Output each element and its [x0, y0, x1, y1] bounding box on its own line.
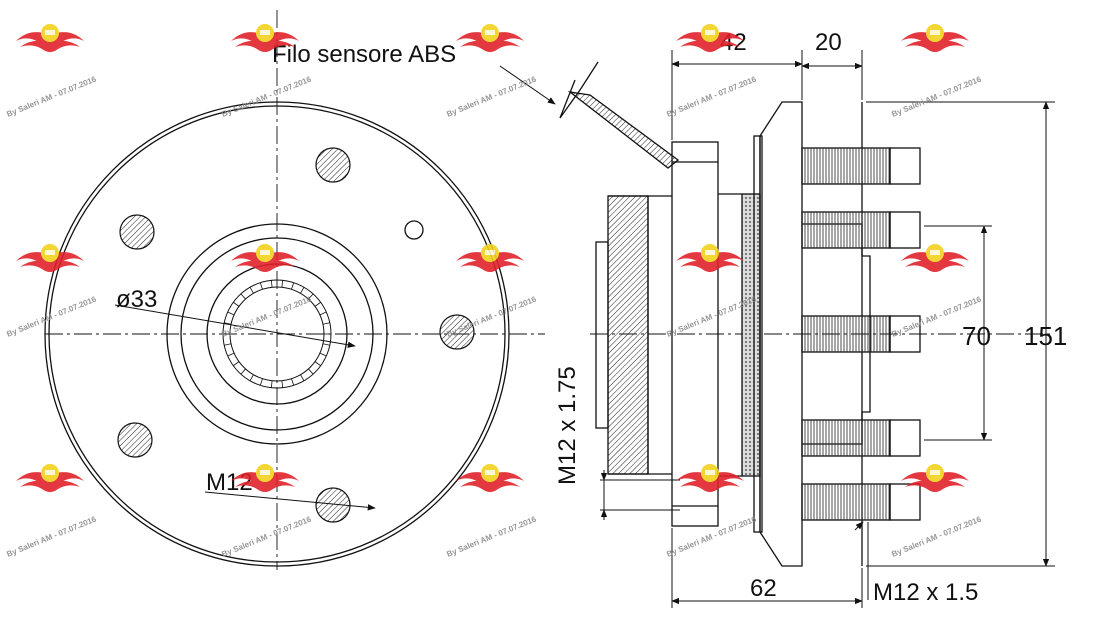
- bore-dimension-line: [114, 304, 356, 348]
- wheel-stud: [801, 211, 891, 249]
- abs-sensor-wire: [559, 61, 680, 169]
- knuckle-flange: [671, 141, 719, 527]
- bearing-cap: [595, 241, 609, 429]
- watermark-text: By Saleri AM - 07.07.2016: [445, 514, 538, 558]
- spline-tooth: [319, 311, 327, 316]
- watermark-logo: [456, 244, 524, 272]
- watermark-logo: [456, 24, 524, 52]
- spline-tooth: [249, 287, 254, 294]
- abs-sensor-leader: [499, 65, 556, 105]
- dim-70-label: 70: [962, 321, 991, 351]
- spline-tooth: [300, 374, 305, 381]
- wheel-studs: [801, 147, 921, 521]
- watermark-logo: [676, 244, 744, 272]
- spline-tooth: [227, 352, 235, 357]
- spline-tooth: [281, 380, 284, 388]
- wheel-stud: [801, 315, 891, 353]
- dimensions: [600, 50, 1055, 608]
- spline-tooth: [314, 301, 321, 307]
- stud-tip: [889, 419, 921, 457]
- spline-tooth: [240, 368, 246, 375]
- watermark-logo: [676, 464, 744, 492]
- watermark-text: By Saleri AM - 07.07.2016: [5, 514, 98, 558]
- watermark-text: By Saleri AM - 07.07.2016: [890, 514, 983, 558]
- spline-tooth: [308, 368, 314, 375]
- spline-tooth: [270, 380, 273, 388]
- spline-tooth: [233, 301, 240, 307]
- hub-flange-outline: [44, 101, 510, 567]
- wheel-stud: [801, 419, 891, 457]
- spline-tooth: [308, 293, 314, 300]
- spline-tooth: [227, 311, 235, 316]
- spline-tooth: [291, 378, 295, 386]
- spline-tooth: [259, 378, 263, 386]
- watermark-text: By Saleri AM - 07.07.2016: [890, 74, 983, 118]
- dim-20-label: 20: [815, 29, 842, 56]
- watermark-logo: [231, 244, 299, 272]
- dim-62-label: 62: [750, 575, 777, 602]
- thread-m12x15-label: M12 x 1.5: [873, 579, 978, 606]
- spline-tooth: [259, 282, 263, 290]
- dim-151-label: 151: [1024, 321, 1067, 351]
- stud-tip: [889, 315, 921, 353]
- watermark-logo: [901, 24, 969, 52]
- bolt-hole: [315, 487, 351, 523]
- spline-tooth: [281, 280, 284, 288]
- stud-tip: [889, 147, 921, 185]
- spline-tooth: [224, 343, 232, 346]
- side-view: [559, 61, 1050, 567]
- spline-tooth: [240, 293, 246, 300]
- wheel-stud: [801, 147, 891, 185]
- spline-tooth: [319, 352, 327, 357]
- spline-tooth: [224, 322, 232, 325]
- stud-tip: [889, 211, 921, 249]
- spline-tooth: [314, 361, 321, 367]
- spline-tooth: [300, 287, 305, 294]
- bore-label: ø33: [116, 286, 157, 313]
- watermark-text: By Saleri AM - 07.07.2016: [445, 74, 538, 118]
- spline-tooth: [322, 322, 330, 325]
- watermark-text: By Saleri AM - 07.07.2016: [665, 74, 758, 118]
- spline-tooth: [233, 361, 240, 367]
- spline-tooth: [270, 280, 273, 288]
- watermark-logo: [16, 464, 84, 492]
- front-view: [44, 10, 545, 570]
- abs-sensor-label: Filo sensore ABS: [272, 41, 456, 68]
- watermark-logo: [901, 464, 969, 492]
- bolt-hole: [117, 422, 153, 458]
- watermark-logo: [16, 244, 84, 272]
- bolt-hole: [119, 214, 155, 250]
- wheel-stud: [801, 483, 891, 521]
- bolt-thread-leader: [204, 491, 376, 511]
- bolt-hole: [315, 147, 351, 183]
- bearing-housing: [607, 195, 649, 475]
- small-hole: [404, 220, 424, 240]
- spline-tooth: [322, 343, 330, 346]
- watermark-logo: [16, 24, 84, 52]
- spline-tooth: [249, 374, 254, 381]
- watermark-text: By Saleri AM - 07.07.2016: [5, 74, 98, 118]
- seal-ring: [741, 193, 761, 477]
- watermark-text: By Saleri AM - 07.07.2016: [220, 514, 313, 558]
- hub-boss-outer: [166, 223, 388, 445]
- watermark-text: By Saleri AM - 07.07.2016: [665, 514, 758, 558]
- watermark-text: By Saleri AM - 07.07.2016: [220, 74, 313, 118]
- stud-tip: [889, 483, 921, 521]
- bolt-hole: [439, 314, 475, 350]
- thread-m12x175-label: M12 x 1.75: [554, 366, 581, 485]
- spline-tooth: [291, 282, 295, 290]
- bolt-holes: [117, 147, 475, 523]
